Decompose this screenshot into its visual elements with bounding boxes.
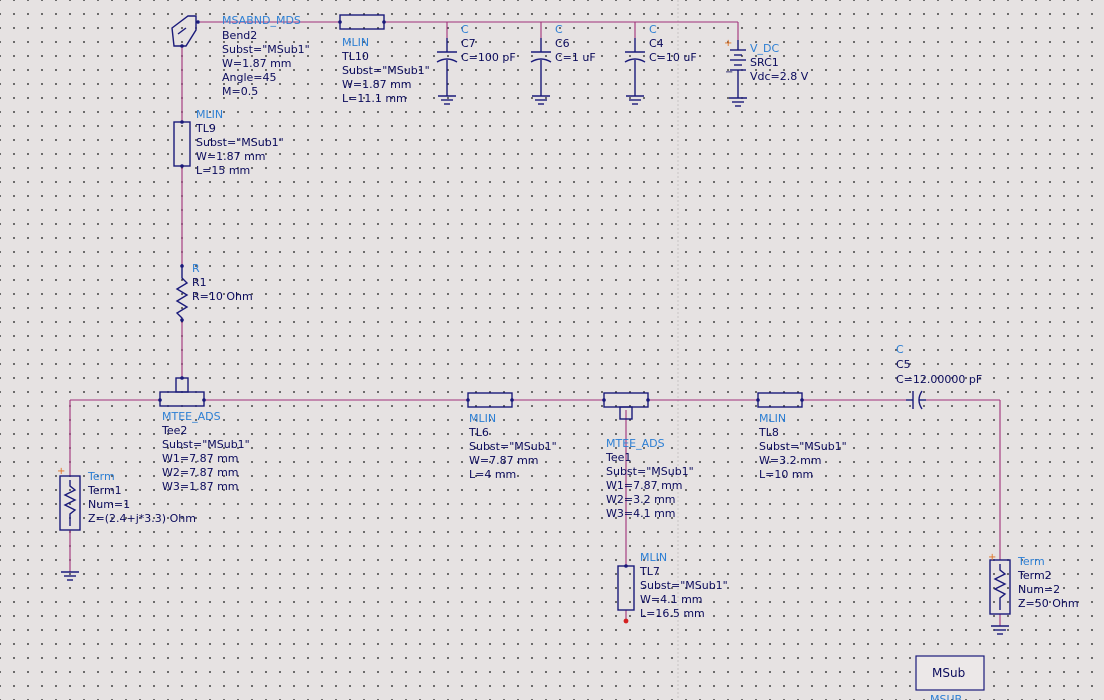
term1-plus-sign: + [57,466,65,477]
tee1-subst: Subst="MSub1" [606,465,694,478]
tl10-width: W=1.87 mm [342,78,412,91]
tl10-subst: Subst="MSub1" [342,64,430,77]
term2-num: Num=2 [1018,583,1060,596]
tl8-symbol[interactable] [756,392,804,408]
c5-value: C=12.00000 pF [896,373,982,386]
msub-label: MSub [932,666,965,680]
tl6-instance-label: TL6 [468,426,489,439]
src1-class-label: V_DC [750,42,779,55]
c4-instance-label: C4 [649,37,664,50]
term1-symbol[interactable] [59,475,81,581]
tl7-width: W=4.1 mm [640,593,703,606]
c7-instance-label: C7 [461,37,476,50]
term2-class-label: Term [1017,555,1045,568]
r1-value: R=10 Ohm [192,290,253,303]
tl7-instance-label: TL7 [639,565,660,578]
tl8-length: L=10 mm [759,468,813,481]
tl9-symbol[interactable] [173,120,191,168]
tl7-length: L=16.5 mm [640,607,705,620]
c6-symbol[interactable] [530,38,552,105]
tl9-subst: Subst="MSub1" [196,136,284,149]
tl10-length: L=11.1 mm [342,92,407,105]
term2-instance-label: Term2 [1017,569,1052,582]
tl10-instance-label: TL10 [341,50,369,63]
tl6-subst: Subst="MSub1" [469,440,557,453]
tl6-class-label: MLIN [469,412,496,425]
tl6-length: L=4 mm [469,468,516,481]
c7-class-label: C [461,23,469,36]
tee1-w1: W1=7.87 mm [606,479,683,492]
term1-class-label: Term [87,470,115,483]
tee2-class-label: MTEE_ADS [162,410,221,423]
tl9-class-label: MLIN [196,108,223,121]
c4-class-label: C [649,23,657,36]
tl9-width: W=1.87 mm [196,150,266,163]
tee1-w3: W3=4.1 mm [606,507,676,520]
r1-class-label: R [192,262,200,275]
r1-symbol[interactable] [175,264,189,322]
c6-value: C=1 uF [555,51,596,64]
c7-symbol[interactable] [436,38,458,105]
tee2-w3: W3=1.87 mm [162,480,239,493]
bend2-instance-label: Bend2 [222,29,257,42]
src1-instance-label: SRC1 [750,56,779,69]
tl8-subst: Subst="MSub1" [759,440,847,453]
tee2-w1: W1=7.87 mm [162,452,239,465]
term1-impedance: Z=(2.4+j*3.3) Ohm [88,512,196,525]
tl6-symbol[interactable] [466,392,514,408]
tee2-instance-label: Tee2 [161,424,187,437]
c5-symbol[interactable] [906,390,926,410]
bend2-width: W=1.87 mm [222,57,292,70]
term1-instance-label: Term1 [87,484,122,497]
tl7-class-label: MLIN [640,551,667,564]
src1-value: Vdc=2.8 V [750,70,809,83]
tl8-class-label: MLIN [759,412,786,425]
tee2-symbol[interactable] [158,376,206,407]
src1-symbol[interactable] [729,40,747,107]
c4-symbol[interactable] [624,38,646,105]
r1-instance-label: R1 [192,276,207,289]
c5-instance-label: C5 [896,358,911,371]
tee2-subst: Subst="MSub1" [162,438,250,451]
term2-plus-sign: + [988,552,996,563]
c5-class-label: C [896,343,904,356]
tl10-symbol[interactable] [338,14,386,30]
c6-instance-label: C6 [555,37,570,50]
tee1-class-label: MTEE_ADS [606,437,665,450]
wires [69,21,1001,626]
tee2-w2: W2=7.87 mm [162,466,239,479]
bend2-angle: Angle=45 [222,71,277,84]
bend2-m: M=0.5 [222,85,258,98]
bend2-class-label: MSABND_MDS [222,14,301,27]
tee1-instance-label: Tee1 [605,451,631,464]
msub-class-label: MSUB [930,693,962,700]
bend2-subst: Subst="MSub1" [222,43,310,56]
tl8-width: W=3.2 mm [759,454,822,467]
tl6-width: W=7.87 mm [469,454,539,467]
tl8-instance-label: TL8 [758,426,779,439]
term2-impedance: Z=50 Ohm [1018,597,1079,610]
tl9-length: L=15 mm [196,164,250,177]
tl7-symbol[interactable] [617,564,635,624]
term1-num: Num=1 [88,498,130,511]
msub-symbol[interactable] [915,655,985,691]
tl7-subst: Subst="MSub1" [640,579,728,592]
bend2-symbol[interactable] [171,15,200,48]
src1-minus-sign: − [725,67,733,78]
c7-value: C=100 pF [461,51,516,64]
c4-value: C=10 uF [649,51,697,64]
tee1-symbol[interactable] [602,392,650,420]
tee1-w2: W2=3.2 mm [606,493,676,506]
tl10-class-label: MLIN [342,36,369,49]
tl9-instance-label: TL9 [195,122,216,135]
src1-plus-sign: + [724,38,732,49]
c6-class-label: C [555,23,563,36]
term2-symbol[interactable] [989,559,1011,635]
